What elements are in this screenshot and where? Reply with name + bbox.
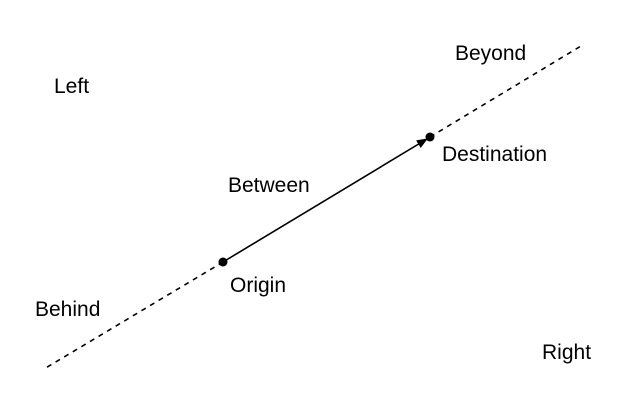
- destination-label: Destination: [442, 143, 548, 166]
- between-label: Between: [228, 174, 310, 197]
- origin-point: [218, 257, 228, 267]
- behind-label: Behind: [35, 298, 101, 321]
- beyond-label: Beyond: [455, 42, 527, 65]
- origin-to-destination-arrow: [222, 138, 428, 263]
- left-label: Left: [54, 75, 90, 98]
- right-label: Right: [542, 341, 592, 364]
- origin-label: Origin: [230, 274, 287, 297]
- destination-point: [425, 132, 435, 142]
- behind-extension-line: [43, 261, 224, 370]
